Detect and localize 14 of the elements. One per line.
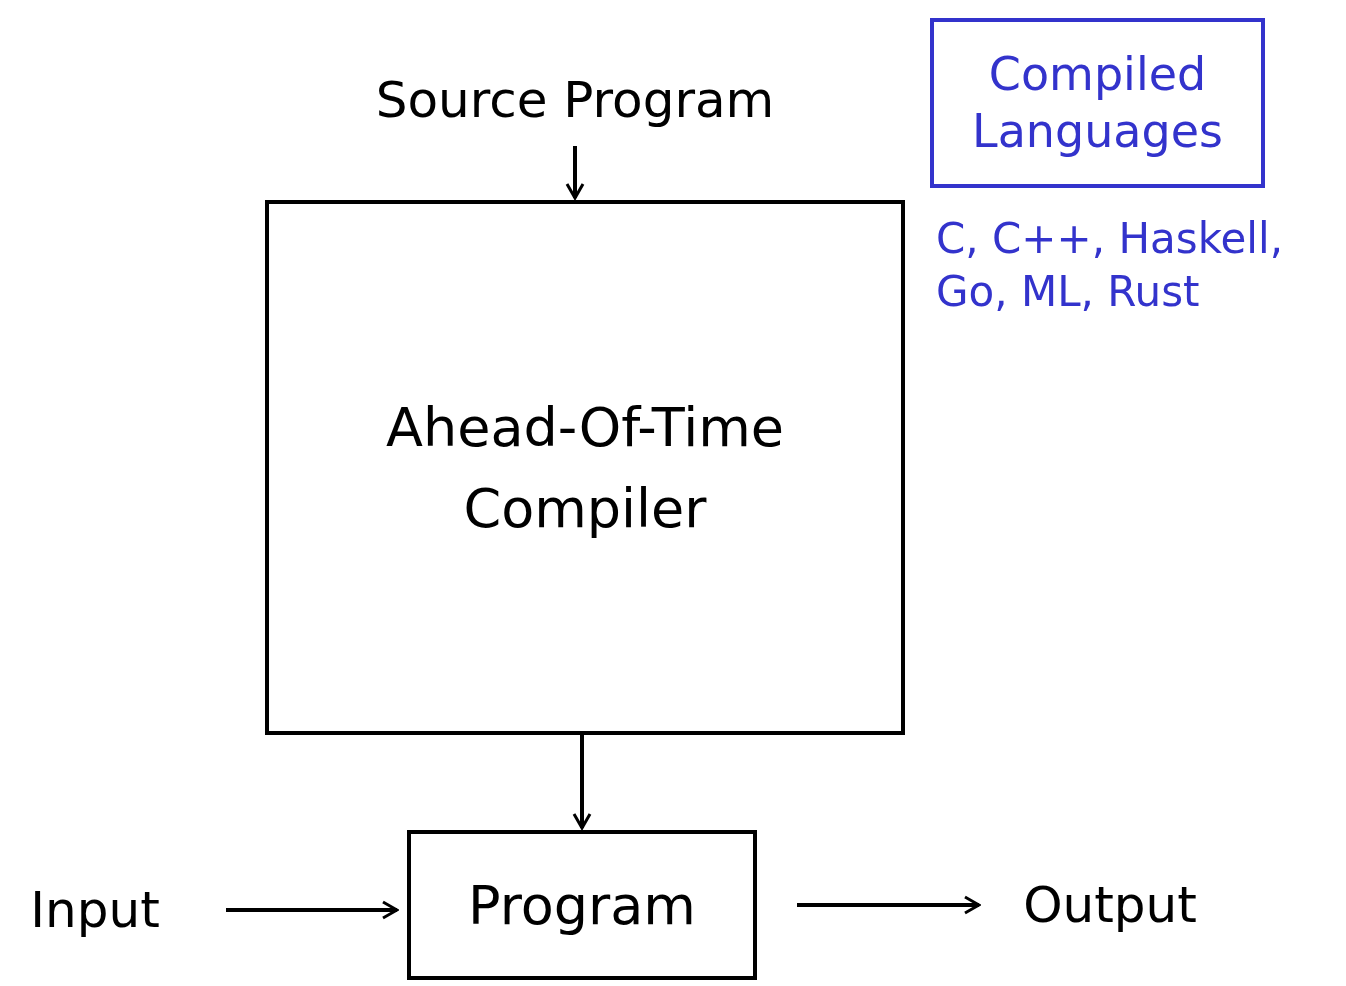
node-text: Program xyxy=(468,872,696,939)
node-text: Source Program xyxy=(375,69,775,131)
note-text: C, C++, Haskell, Go, ML, Rust xyxy=(936,213,1284,318)
process-box xyxy=(265,200,905,735)
process-box xyxy=(407,830,757,980)
arrow xyxy=(572,735,592,830)
node-text: Output xyxy=(1023,874,1197,936)
node-text: Ahead-Of-Time Compiler xyxy=(385,394,785,542)
note-box xyxy=(930,18,1265,188)
arrow xyxy=(797,895,981,915)
arrow xyxy=(226,900,399,920)
arrow xyxy=(565,146,585,200)
node-text: Compiled Languages xyxy=(971,45,1224,160)
node-text: Input xyxy=(30,879,160,941)
